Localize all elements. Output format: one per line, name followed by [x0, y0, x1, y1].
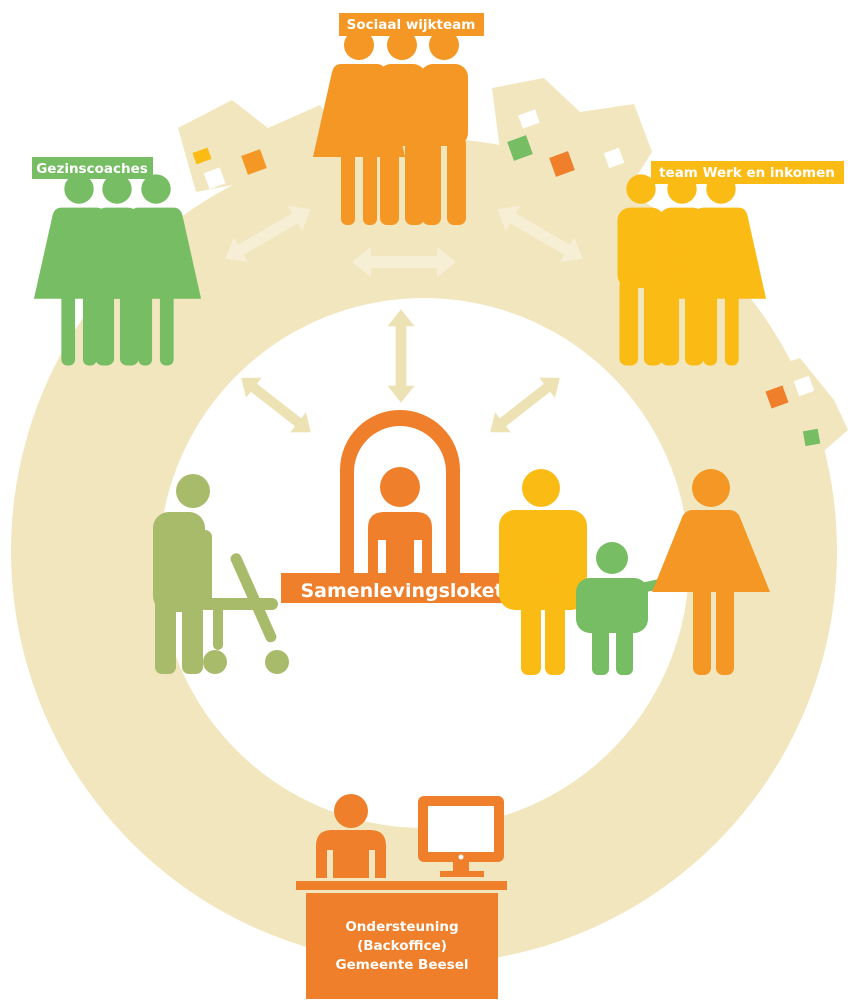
loket-arch [340, 410, 460, 578]
computer-icon [418, 796, 504, 877]
samenlevingsloket-bar [281, 573, 524, 603]
team-werk-inkomen-label-bg [651, 161, 844, 184]
gezinscoaches-label: Gezinscoaches [36, 161, 148, 177]
sociaal-wijkteam-label: Sociaal wijkteam [347, 17, 476, 33]
gezinscoaches-label-bg [32, 157, 153, 179]
wheelchair-icon [153, 474, 289, 674]
backoffice-line-3: Gemeente Beesel [335, 956, 469, 973]
desk-icon [296, 794, 507, 999]
sociaal-wijkteam-connector [400, 36, 403, 60]
team-werk-inkomen-connector [717, 184, 720, 197]
backoffice-line-1: Ondersteuning [345, 918, 459, 935]
person-icon [499, 469, 770, 675]
house-window-shapes [192, 109, 821, 447]
gezinscoaches-connector [75, 179, 78, 193]
team-werk-inkomen-label: team Werk en inkomen [659, 165, 835, 181]
backoffice-caption: Ondersteuning (Backoffice) Gemeente Bees… [306, 893, 498, 999]
sociaal-wijkteam-label-bg [339, 13, 484, 36]
samenlevingsloket-label: Samenlevingsloket [300, 580, 503, 602]
backoffice-line-2: (Backoffice) [357, 937, 447, 954]
